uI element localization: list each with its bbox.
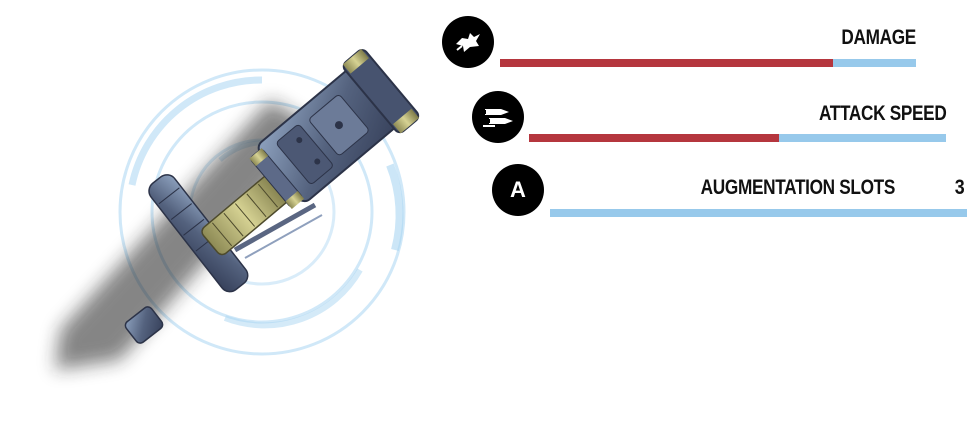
target-rings [118,68,406,356]
bullets-icon [472,91,524,143]
stat-bar-fill [500,59,833,67]
stat-value: 3 [955,176,965,199]
stat-label: ATTACK SPEED [818,102,947,125]
fist-icon [442,16,494,68]
stat-bar [529,134,946,142]
weapon-preview [55,48,420,370]
stat-bar [550,209,967,217]
letter-a-icon-text: A [510,177,526,202]
stat-bar [500,59,916,67]
stat-label: DAMAGE [841,26,916,49]
stat-row-attack-speed: ATTACK SPEED [470,88,967,148]
hammer-weapon-icon [124,48,420,344]
stat-bar-fill [529,134,780,142]
stat-label: AUGMENTATION SLOTS [700,176,896,199]
stat-row-damage: DAMAGE [440,14,967,74]
stat-row-augmentation-slots: A AUGMENTATION SLOTS 3 [490,164,967,224]
letter-a-icon: A [492,164,544,216]
